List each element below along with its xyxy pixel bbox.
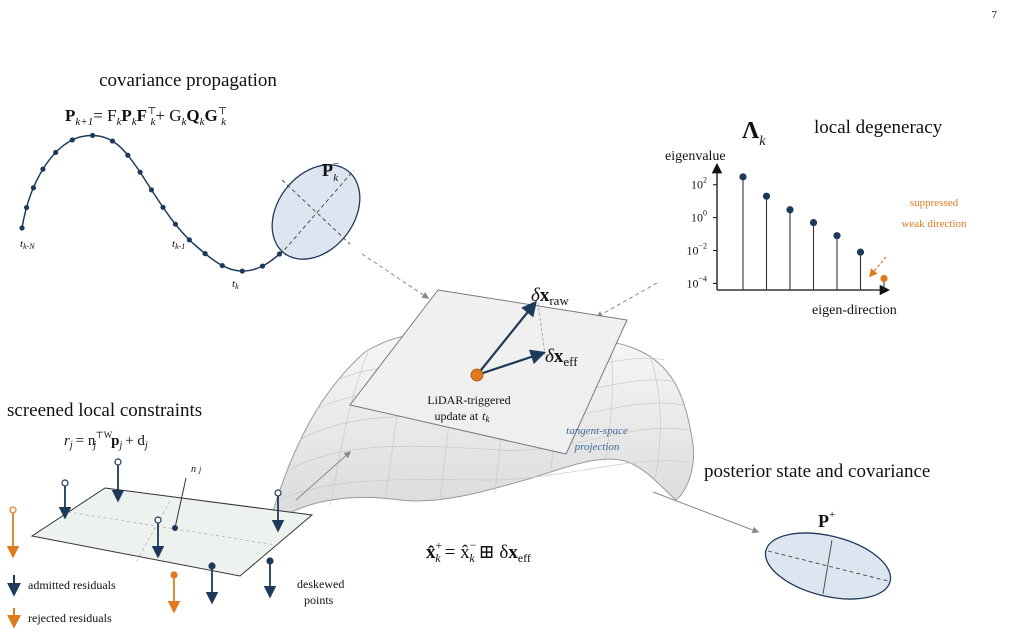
trajectory-sample-dot	[219, 262, 225, 269]
y-tick-label: 10−2	[686, 242, 707, 258]
label-t-k: tk	[232, 278, 239, 291]
trajectory-sample-dot	[109, 138, 116, 144]
posterior-covariance-label: P+	[818, 509, 835, 531]
prior-covariance-label: P−k	[322, 158, 339, 184]
trajectory-sample-dot	[30, 185, 37, 191]
deskewed-point	[9, 506, 17, 514]
prior-covariance-ellipse	[271, 164, 361, 260]
stem-marker	[762, 192, 771, 200]
dx-raw-arrow	[476, 300, 537, 376]
update-point	[470, 368, 484, 382]
y-tick-label: 10−4	[686, 274, 707, 290]
stem-marker	[786, 206, 794, 214]
constraints-title: screened local constraints	[7, 400, 202, 421]
legend-admitted-label: admitted residuals	[28, 578, 116, 592]
stem-marker	[880, 274, 888, 283]
local-plane	[30, 487, 314, 577]
dx-raw-label: δxraw	[531, 285, 569, 308]
deskewed-point	[170, 571, 178, 579]
trajectory-sample-dot	[19, 225, 25, 231]
projection-line	[537, 302, 546, 356]
label-t-k-N: tk-N	[20, 238, 35, 251]
trajectory-sample-dot	[137, 169, 143, 175]
deskewed-point	[154, 516, 162, 524]
trajectory-sample-dot	[69, 137, 75, 143]
chart-ylabel: eigenvalue	[665, 149, 726, 164]
trajectory-sample-dot	[40, 166, 46, 172]
trajectory-sample-dot	[125, 152, 131, 158]
trajectory-sample-dot	[239, 268, 245, 274]
prior-to-update-arrow	[361, 253, 430, 299]
plane-grid	[67, 500, 277, 563]
trajectory-sample-dot	[202, 251, 208, 257]
trajectory-sample-dot	[276, 251, 283, 257]
stem-marker	[856, 248, 865, 256]
eigenvalue-stem-chart: 102 100 10−2 10−4	[686, 162, 891, 296]
update-equation: x̂+k= x̂−k⊞ δxeff	[426, 538, 531, 565]
label-t-k-1: tk-1	[172, 238, 185, 251]
trajectory-sample-dot	[160, 204, 166, 210]
deskewed-point	[61, 479, 69, 487]
suppressed-pointer	[868, 256, 887, 278]
stem-marker	[833, 232, 841, 240]
y-tick-label: 102	[691, 176, 707, 192]
lambda-symbol: Λk	[742, 118, 766, 149]
covariance-title: covariance propagation	[99, 70, 277, 91]
trajectory-sample-dot	[53, 149, 59, 156]
posterior-panel: posterior state and covariance P+	[652, 461, 930, 600]
page-number: 7	[992, 9, 998, 21]
dx-eff-label: δxeff	[545, 346, 578, 369]
deskewed-point	[274, 489, 282, 497]
stem-marker	[809, 218, 818, 227]
y-tick-label: 100	[691, 209, 707, 225]
plane-normal-origin	[172, 525, 178, 531]
update-caption-line1: LiDAR-triggered	[427, 393, 510, 407]
covariance-propagation-panel: covariance propagation Pk+1= FkPkF⊤k+ Gk…	[19, 70, 430, 299]
plane-normal	[174, 477, 187, 529]
trajectory-samples	[19, 132, 283, 274]
degeneracy-to-update-arrow	[595, 282, 658, 318]
deskewed-point	[266, 557, 274, 565]
deskewed-label-line2: points	[304, 593, 334, 607]
degeneracy-title: local degeneracy	[814, 117, 943, 138]
trajectory-sample-dot	[259, 263, 266, 269]
update-to-posterior-arrow	[652, 491, 760, 534]
deskewed-point	[208, 562, 216, 570]
posterior-covariance-ellipse	[764, 532, 892, 600]
suppressed-label-line2: weak direction	[901, 218, 967, 230]
residual-arrows	[6, 458, 285, 614]
dx-eff-arrow	[476, 349, 546, 377]
deskewed-point	[114, 458, 122, 466]
trajectory-sample-dot	[89, 132, 96, 139]
constraints-to-update-arrow	[295, 451, 352, 501]
legend-rejected-label: rejected residuals	[28, 611, 112, 625]
trajectory-sample-dot	[186, 237, 192, 243]
trajectory-curve	[21, 134, 290, 272]
trajectory-sample-dot	[172, 221, 179, 227]
suppressed-label-line1: suppressed	[910, 197, 959, 209]
tangent-projection-line1: tangent-space	[566, 425, 628, 437]
local-degeneracy-panel: Λk local degeneracy eigenvalue eigen-dir…	[595, 117, 967, 318]
stem-marker	[739, 173, 747, 181]
chart-xlabel: eigen-direction	[812, 303, 897, 318]
trajectory-sample-dot	[23, 204, 30, 211]
trajectory-sample-dot	[148, 187, 155, 193]
posterior-title: posterior state and covariance	[704, 461, 930, 482]
tangent-projection-line2: projection	[574, 441, 620, 453]
deskewed-label-line1: deskewed	[297, 577, 344, 591]
propagation-equation: Pk+1= FkPkF⊤k+ GkQkG⊤k	[65, 106, 227, 128]
